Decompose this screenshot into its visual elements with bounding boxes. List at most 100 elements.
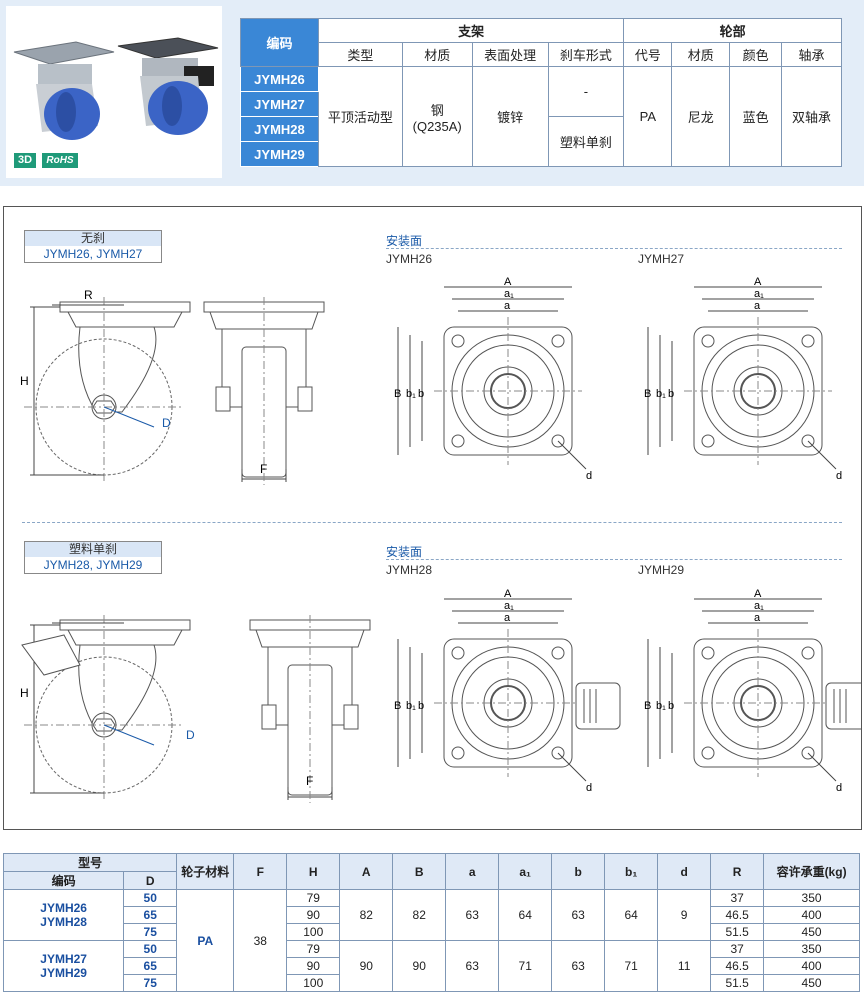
spec-type: 平顶活动型 [317,66,403,167]
dim-B: B [644,388,651,400]
col-H: H [286,853,341,890]
spec-col-surface: 表面处理 [471,42,549,67]
cell-d: 11 [657,940,712,992]
cell-R: 46.5 [710,957,765,975]
cell-F: 38 [233,889,288,992]
front-view-no-brake [203,296,325,486]
dim-D: D [186,728,195,742]
mount-surface-label: 安装面 [386,545,423,559]
col-F: F [233,853,288,890]
cell-b1: 64 [604,889,659,941]
dim-a1: a₁ [754,288,764,300]
col-A: A [339,853,394,890]
spec-code: JYMH27 [240,91,319,117]
cell-b: 63 [551,889,606,941]
cell-H: 79 [286,940,341,958]
dim-B: B [394,388,401,400]
cell-A: 90 [339,940,394,992]
cell-D: 65 [123,906,178,924]
cell-A: 82 [339,889,394,941]
model-label: JYMH29 [638,563,685,577]
spec-brake-plastic: 塑料单刹 [547,116,625,167]
model-label: JYMH27 [638,252,685,266]
cell-D: 50 [123,889,178,907]
dim-b: b [668,700,674,712]
cell-material: PA [176,889,235,992]
wheel-material-header: 轮子材料 [176,853,235,890]
section-tag-no-brake: 无刹 JYMH26, JYMH27 [24,230,162,263]
product-header: 3D RoHS 编码 支架 轮部 类型 材质 表面处理 刹车形式 代号 材质 颜… [0,0,864,186]
table-row: 65 90 46.5 400 [4,957,860,975]
cell-a: 63 [445,940,500,992]
section-models: JYMH28, JYMH29 [43,558,143,572]
dim-a1: a₁ [504,288,514,300]
col-d: d [657,853,712,890]
cell-load: 450 [763,974,860,992]
dim-D: D [162,416,171,430]
cell-load: 400 [763,906,860,924]
spec-wheel-group: 轮部 [623,18,842,43]
cell-b: 63 [551,940,606,992]
spec-wheel-material: 尼龙 [671,66,731,167]
cell-H: 100 [286,923,341,941]
side-view-no-brake [23,296,191,483]
dim-B: B [644,700,651,712]
cell-load: 350 [763,940,860,958]
dim-a: a [504,300,511,312]
spec-code: JYMH28 [240,116,319,142]
dim-a1: a₁ [504,600,514,612]
group-code: JYMH29 [40,966,87,980]
mount-underline [386,248,842,249]
technical-drawings: R H D F A a₁ a B b₁ b d A a₁ a B b₁ b d … [20,276,861,804]
dim-A: A [754,276,762,288]
dimension-table: 型号 轮子材料 F H A B a a₁ b b₁ d R 容许承重(kg) 编… [2,853,860,992]
cell-D: 75 [123,923,178,941]
dim-B: B [394,700,401,712]
spec-bracket-group: 支架 [317,18,625,43]
cell-a1: 64 [498,889,553,941]
table-row: 75 100 51.5 450 [4,923,860,941]
group-code: JYMH28 [40,915,87,929]
cell-R: 46.5 [710,906,765,924]
spec-col-type: 类型 [317,42,403,67]
cell-B: 82 [392,889,447,941]
dim-d: d [586,470,592,482]
dim-A: A [504,588,512,600]
section-title: 塑料单刹 [25,542,161,557]
top-view-jymh29 [647,598,861,782]
top-view-jymh27 [647,286,837,470]
cell-R: 51.5 [710,974,765,992]
dim-b: b [418,388,424,400]
col-b: b [551,853,606,890]
spec-wheel-code: PA [623,66,673,167]
spec-code-header: 编码 [240,18,319,67]
spec-brake-none: - [547,66,625,117]
dim-a: a [754,300,761,312]
spec-col-bearing: 轴承 [781,42,842,67]
spec-code: JYMH29 [240,141,319,167]
spec-col-brake: 刹车形式 [547,42,625,67]
dim-b1: b₁ [656,700,666,712]
cell-D: 65 [123,957,178,975]
cell-H: 90 [286,957,341,975]
col-a1: a₁ [498,853,553,890]
dim-a1: a₁ [754,600,764,612]
group-code: JYMH26 [40,901,87,915]
dim-d: d [836,782,842,794]
dim-R: R [84,288,93,302]
dim-d: d [836,470,842,482]
code-header: 编码 [2,871,125,890]
spec-material-line1: 钢 [430,102,444,118]
cell-D: 75 [123,974,178,992]
table-row: 75 100 51.5 450 [4,974,860,992]
dim-A: A [504,276,512,288]
badge-3d: 3D [14,153,36,168]
caster-photo [6,6,222,178]
col-load: 容许承重(kg) [763,853,860,890]
cell-D: 50 [123,940,178,958]
top-view-jymh26 [397,286,587,470]
model-label: JYMH28 [386,563,433,577]
cell-B: 90 [392,940,447,992]
